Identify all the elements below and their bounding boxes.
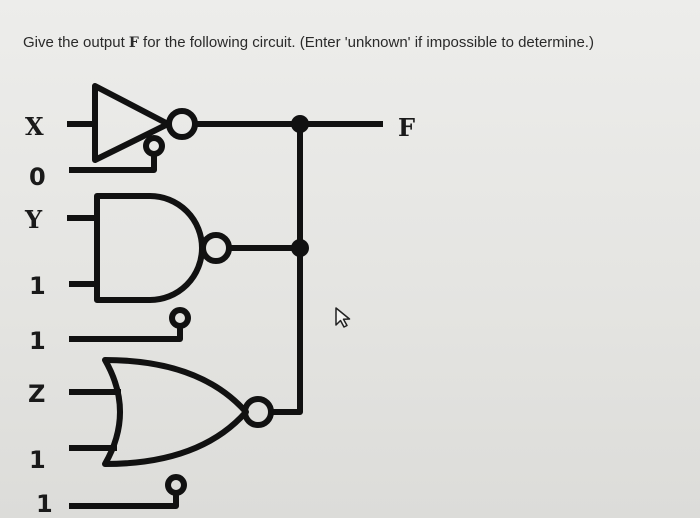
wire-1b-in bbox=[69, 323, 183, 342]
output-bubble-y bbox=[200, 232, 232, 264]
buffer-gate-x bbox=[92, 83, 171, 163]
input-label-0: 0 bbox=[29, 163, 46, 191]
wire-1d-in bbox=[69, 490, 179, 509]
output-label-f: F bbox=[398, 113, 415, 142]
question-suffix: for the following circuit. (Enter 'unkno… bbox=[138, 34, 594, 51]
input-label-1a: 1 bbox=[29, 272, 46, 300]
input-label-1d: 1 bbox=[36, 490, 53, 518]
wire-0-in bbox=[69, 151, 157, 173]
input-label-1b: 1 bbox=[29, 327, 46, 355]
question-prefix: Give the output bbox=[23, 34, 129, 51]
input-label-y: Y bbox=[24, 205, 43, 234]
question-text: Give the output F for the following circ… bbox=[23, 34, 594, 51]
input-label-z: Z bbox=[28, 380, 45, 408]
output-bubble-x bbox=[166, 108, 198, 140]
nor-gate-z bbox=[102, 357, 249, 467]
mouse-pointer-icon bbox=[335, 307, 351, 328]
input-label-1c: 1 bbox=[29, 446, 46, 474]
nand-gate-y bbox=[94, 193, 205, 303]
question-variable: F bbox=[128, 35, 139, 51]
junction-dot-middle bbox=[291, 239, 309, 257]
input-label-x: X bbox=[25, 112, 44, 141]
junction-dot-top bbox=[291, 115, 309, 133]
wire-bus-vertical bbox=[268, 121, 303, 415]
